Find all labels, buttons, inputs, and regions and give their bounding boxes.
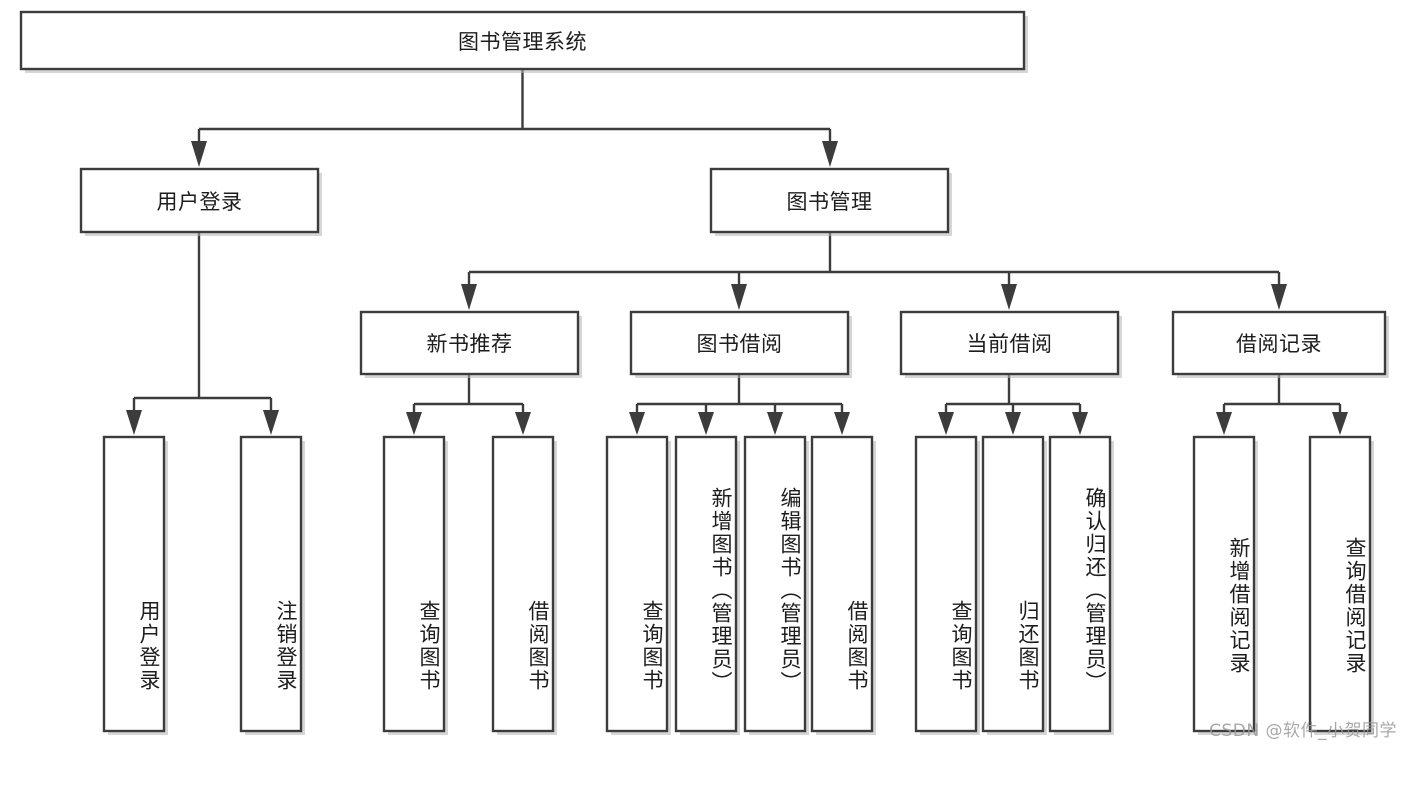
arrow-head-leaf-add-record [1216, 412, 1232, 435]
connectors-root-to-level2 [191, 69, 838, 167]
box-leaf-edit-book [743, 435, 807, 733]
connectors-book-borrow-to-leaves [629, 374, 850, 435]
box-root [19, 10, 1026, 71]
box-user-login [79, 167, 320, 234]
arrow-head-leaf-borrow-book-1 [515, 412, 531, 435]
box-book-borrow [629, 310, 850, 376]
arrow-head-leaf-query-book-1 [406, 412, 422, 435]
connectors-user-login-to-leaves [126, 232, 279, 435]
box-leaf-add-record [1192, 435, 1256, 733]
box-leaf-borrow-book-2 [810, 435, 874, 733]
arrow-head-leaf-query-book-3 [938, 412, 954, 435]
connectors-book-manage-to-level3 [461, 232, 1287, 310]
box-leaf-query-book-1 [382, 435, 446, 733]
connectors-current-borrow-to-leaves [938, 374, 1088, 435]
box-leaf-return-book [981, 435, 1045, 733]
arrow-head-leaf-add-book [698, 412, 714, 435]
arrow-head-leaf-borrow-book-2 [834, 412, 850, 435]
arrow-head-leaf-confirm-return [1072, 412, 1088, 435]
diagram-root: 图书管理系统 用户登录 图书管理 新书推荐 图书借阅 当前借阅 借阅记录 用户登… [19, 10, 1397, 741]
box-new-book-recommend [359, 310, 580, 376]
arrow-head-current-borrow [1001, 284, 1017, 310]
arrow-head-user-login [191, 141, 207, 167]
box-leaf-add-book [674, 435, 738, 733]
box-leaf-confirm-return [1048, 435, 1112, 733]
arrow-head-new-book [461, 284, 477, 310]
box-leaf-query-record [1308, 435, 1372, 733]
arrow-head-leaf-return-book [1005, 412, 1021, 435]
diagram-canvas [19, 10, 1389, 735]
box-borrow-record [1171, 310, 1387, 376]
box-leaf-borrow-book-1 [491, 435, 555, 733]
arrow-head-leaf-query-book-2 [629, 412, 645, 435]
arrow-head-book-manage [822, 141, 838, 167]
watermark: CSDN @软件_小贺同学 [1209, 721, 1397, 741]
arrow-head-borrow-record [1271, 284, 1287, 310]
box-leaf-logout [239, 435, 303, 733]
box-leaf-query-book-3 [914, 435, 978, 733]
arrow-head-book-borrow [731, 284, 747, 310]
connectors-borrow-record-to-leaves [1216, 374, 1348, 435]
node-boxes [19, 10, 1389, 735]
arrow-head-leaf-edit-book [767, 412, 783, 435]
arrow-head-leaf-query-record [1332, 412, 1348, 435]
box-current-borrow [899, 310, 1120, 376]
arrow-head-leaf-logout [263, 410, 279, 435]
box-book-manage [709, 167, 950, 234]
box-leaf-query-book-2 [605, 435, 669, 733]
connectors-new-book-to-leaves [406, 374, 531, 435]
box-leaf-user-login [102, 435, 166, 733]
arrow-head-leaf-user-login [126, 410, 142, 435]
